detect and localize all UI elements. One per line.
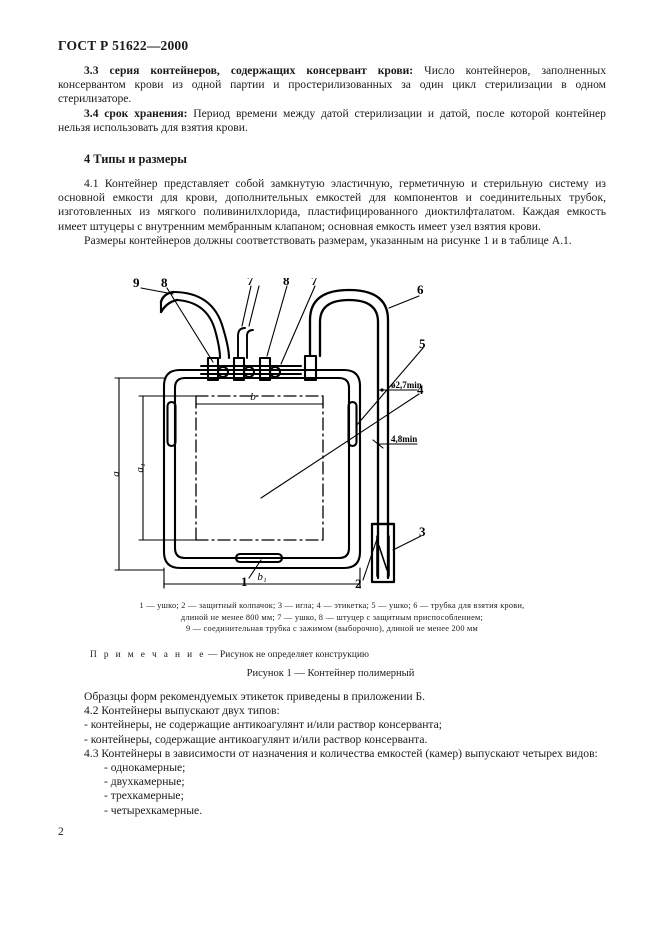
dim-a1-label: a₁ [134, 463, 146, 473]
callout-8-left: 8 [161, 278, 168, 290]
legend-line-2: длиной не менее 800 мм; 7 — ушко, 8 — шт… [180, 612, 484, 622]
callout-2: 2 [355, 576, 362, 591]
clause-4-3-item-2: - двухкамерные; [104, 775, 185, 789]
callout-5: 5 [419, 336, 426, 351]
callout-6: 6 [417, 282, 424, 297]
clause-3-4-term: срок хранения: [104, 106, 188, 120]
clause-4-1-sizes: Размеры контейнеров должны соответствова… [84, 233, 572, 247]
figure-note: П р и м е ч а н и е — Рисунок не определ… [90, 650, 369, 660]
figure-note-text: — Рисунок не определяет конструкцию [205, 650, 370, 660]
clause-4-3: 4.3 Контейнеры в зависимости от назначен… [84, 746, 598, 760]
callout-1: 1 [241, 574, 248, 589]
figure-1-container: 9 8 7 8 7 6 5 4 1 2 3 b b₁ a a₁ ø2,7min [0, 278, 661, 678]
legend-line-1: 1 — ушко; 2 — защитный колпачок; 3 — игл… [139, 601, 525, 610]
dim-a-label: a [110, 471, 122, 477]
legend-line-3: 9 — соединительная трубка с зажимом (выб… [185, 624, 479, 634]
callout-8-right: 8 [283, 278, 290, 288]
callout-9: 9 [133, 278, 140, 290]
clause-3-4-text: Период времени между датой стерилизации … [58, 106, 606, 134]
page-number: 2 [58, 826, 64, 838]
dim-diameter-label: ø2,7min [391, 380, 422, 390]
clause-4-3-item-4: - четырехкамерные. [104, 803, 203, 817]
callout-4: 4 [417, 382, 424, 397]
body-text-top: 3.3 серия контейнеров, содержащих консер… [58, 64, 606, 248]
clause-3-3: 3.3 серия контейнеров, содержащих консер… [58, 64, 606, 107]
clause-4-2-item-2: - контейнеры, содержащие антикоагулянт и… [84, 732, 428, 746]
section-heading-4: 4 Типы и размеры [84, 152, 187, 167]
dim-b-label: b [250, 391, 256, 403]
callout-7-right: 7 [311, 278, 318, 288]
clause-4-3-item-1: - однокамерные; [104, 761, 186, 775]
dim-b1-label: b₁ [257, 571, 267, 583]
clause-4-2-item-1: - контейнеры, не содержащие антикоагулян… [84, 718, 443, 732]
callout-7-left: 7 [247, 278, 254, 288]
clause-4-3-item-3: - трехкамерные; [104, 789, 184, 803]
clause-3-3-text: Число контейнеров, заполненных консерван… [58, 64, 606, 106]
figure-legend: 1 — ушко; 2 — защитный колпачок; 3 — игл… [58, 600, 606, 635]
clause-3-4: 3.4 срок хранения: Период времени между … [58, 107, 606, 135]
clause-3-4-number: 3.4 [84, 106, 99, 120]
page-header: ГОСТ Р 51622—2000 [58, 38, 189, 53]
spacer [58, 167, 606, 177]
callout-3: 3 [419, 524, 426, 539]
clause-4-1-labels: Образцы форм рекомендуемых этикеток прив… [84, 690, 426, 703]
clause-3-3-number: 3.3 [84, 64, 99, 77]
clause-3-3-term: серия контейнеров, содержащих консервант… [109, 64, 414, 77]
polymer-container-diagram: 9 8 7 8 7 6 5 4 1 2 3 b b₁ a a₁ ø2,7min [110, 278, 426, 591]
clause-4-2: 4.2 Контейнеры выпускают двух типов: [84, 704, 280, 718]
spacer [58, 135, 606, 152]
figure-note-label: П р и м е ч а н и е [90, 650, 206, 660]
clause-4-1: 4.1 Контейнер представляет собой замкнут… [58, 177, 606, 233]
figure-caption: Рисунок 1 — Контейнер полимерный [246, 668, 415, 679]
dim-thickness-label: 4,8min [391, 434, 417, 444]
body-text-bottom: Образцы форм рекомендуемых этикеток прив… [58, 690, 606, 818]
